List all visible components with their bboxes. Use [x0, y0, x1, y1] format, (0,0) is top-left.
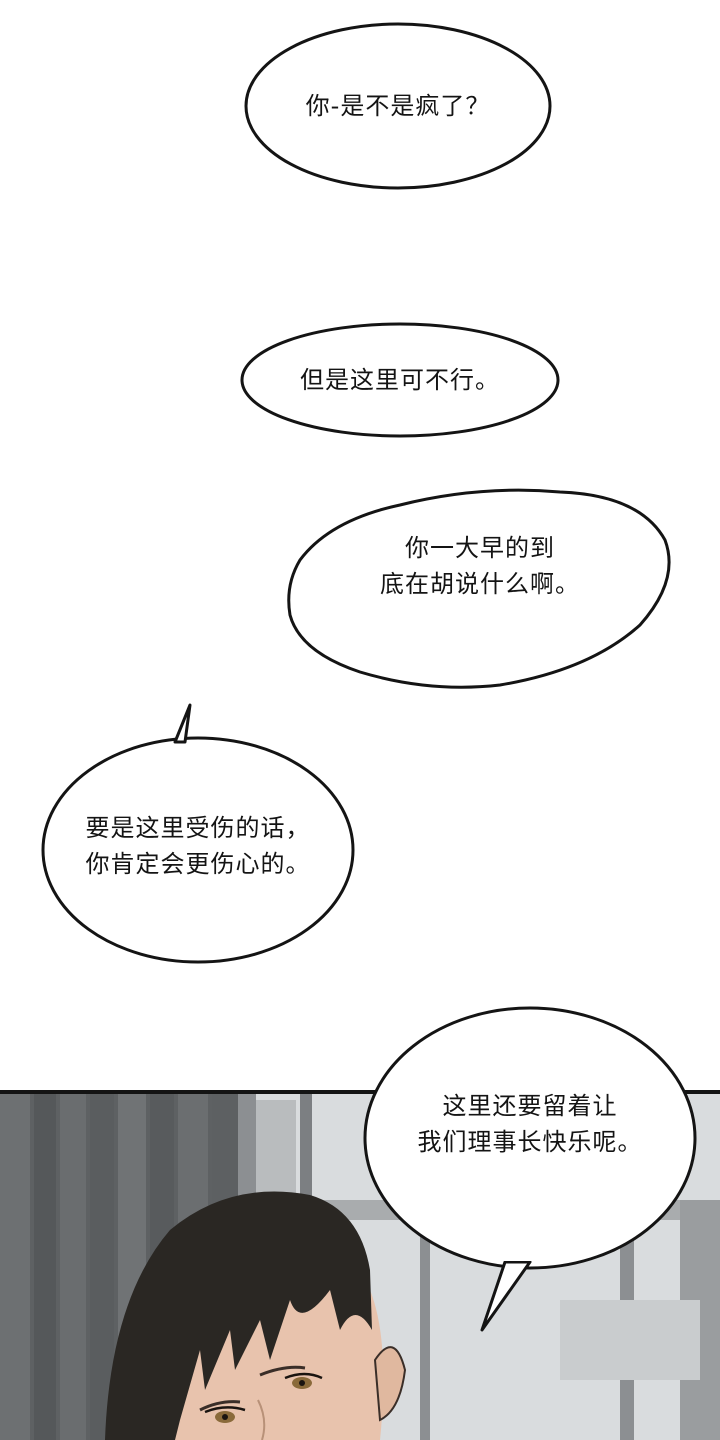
- bubble-4-line-2: 你肯定会更伤心的。: [85, 850, 311, 878]
- character-man: [105, 1191, 407, 1440]
- speech-bubble-4: [41, 703, 355, 964]
- speech-bubble-2: [240, 322, 560, 438]
- bubble-5-line-2: 我们理事长快乐呢。: [417, 1128, 643, 1156]
- bubble-2-text: 但是这里可不行。: [242, 362, 558, 398]
- speech-bubble-5: [363, 1006, 697, 1332]
- bubble-2-line-1: 但是这里可不行。: [300, 366, 500, 394]
- bubble-5-line-1: 这里还要留着让: [442, 1092, 618, 1120]
- bubble-5-text: 这里还要留着让 我们理事长快乐呢。: [380, 1088, 680, 1160]
- bubble-3-line-1: 你一大早的到: [405, 534, 555, 562]
- bubble-1-line-1: 你-是不是疯了？: [305, 92, 491, 120]
- bubble-4-line-1: 要是这里受伤的话，: [85, 814, 311, 842]
- speech-bubble-1: [244, 22, 552, 190]
- bubble-3-line-2: 底在胡说什么啊。: [380, 570, 580, 598]
- speech-bubble-3: [287, 488, 671, 689]
- bubble-4-text: 要是这里受伤的话， 你肯定会更伤心的。: [48, 810, 348, 882]
- bubble-1-text: 你-是不是疯了？: [248, 88, 548, 124]
- bubble-3-text: 你一大早的到 底在胡说什么啊。: [320, 530, 640, 602]
